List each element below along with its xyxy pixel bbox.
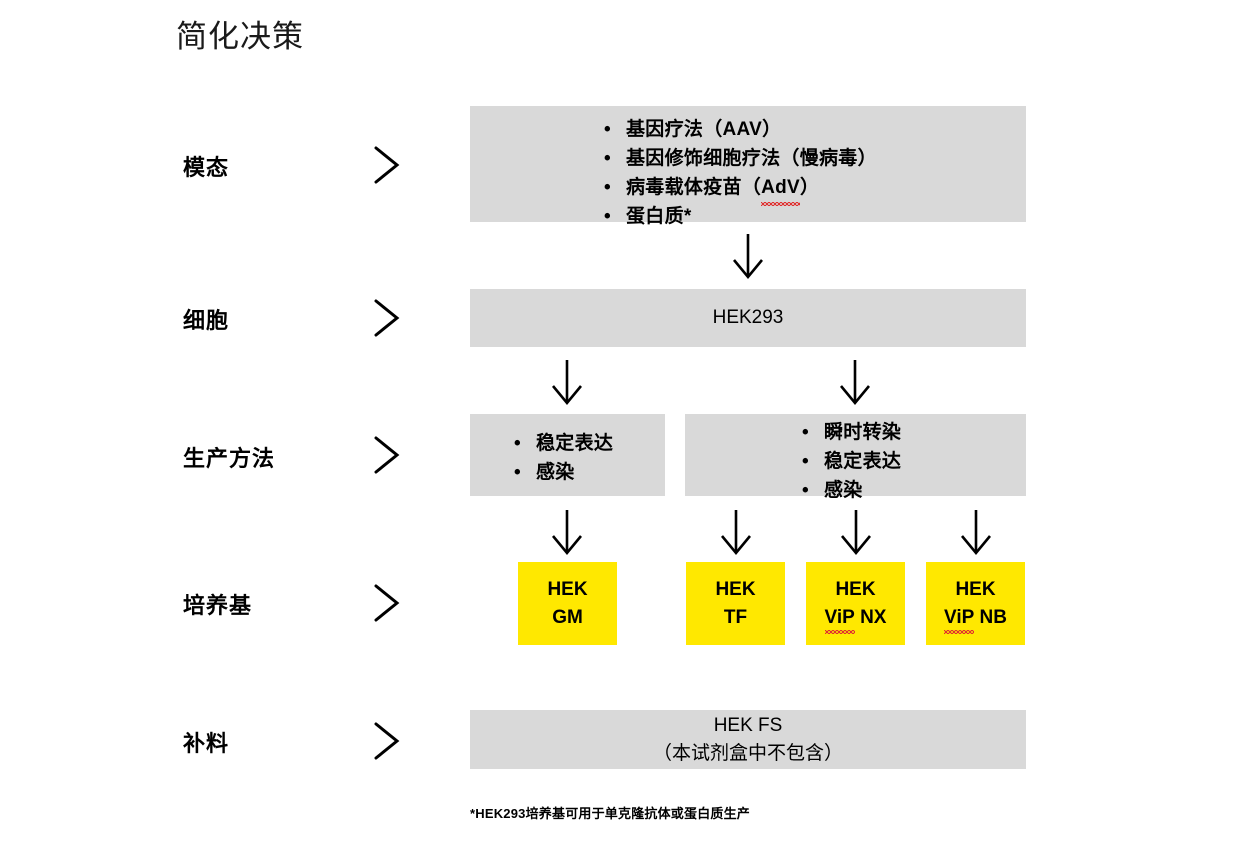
- chevron-right-icon: [370, 580, 404, 626]
- spellcheck-term-vip: ViP: [824, 604, 856, 634]
- spellcheck-term-vip: ViP: [943, 604, 975, 634]
- arrow-down-icon: [959, 508, 993, 556]
- spellcheck-term-adv: AdV: [761, 174, 800, 206]
- list-item: 感染: [510, 459, 613, 488]
- production-left-bullet-list: 稳定表达 感染: [510, 430, 613, 488]
- arrow-down-icon: [550, 508, 584, 556]
- cell-box: HEK293: [470, 289, 1026, 347]
- list-item: 蛋白质*: [600, 203, 877, 232]
- media-box-line1: HEK: [955, 578, 996, 600]
- list-item: 基因修饰细胞疗法（慢病毒）: [600, 145, 877, 174]
- cell-box-label: HEK293: [712, 307, 784, 329]
- media-box-line2: TF: [723, 606, 748, 628]
- production-right-bullet-list: 瞬时转染 稳定表达 感染: [798, 419, 901, 506]
- arrow-down-icon: [719, 508, 753, 556]
- page-title: 简化决策: [176, 19, 304, 54]
- feed-box-line2: （本试剂盒中不包含）: [652, 742, 843, 764]
- feed-box-line1: HEK FS: [713, 714, 783, 736]
- media-box-line1: HEK: [547, 578, 588, 600]
- arrow-down-icon: [838, 358, 872, 406]
- list-item: 基因疗法（AAV）: [600, 116, 877, 145]
- arrow-down-icon: [550, 358, 584, 406]
- media-box-line2: ViP NX: [824, 604, 886, 634]
- arrow-down-icon: [731, 232, 765, 280]
- list-item: 稳定表达: [798, 448, 901, 477]
- media-box-hek-vip-nb: HEK ViP NB: [926, 562, 1025, 645]
- chevron-right-icon: [370, 432, 404, 478]
- media-box-hek-tf: HEK TF: [686, 562, 785, 645]
- list-item: 稳定表达: [510, 430, 613, 459]
- chevron-right-icon: [370, 142, 404, 188]
- list-item: 瞬时转染: [798, 419, 901, 448]
- row-label-modality: 模态: [183, 155, 230, 180]
- row-label-feed: 补料: [183, 731, 230, 756]
- chevron-right-icon: [370, 295, 404, 341]
- media-box-line2: GM: [552, 606, 583, 628]
- list-item: 病毒载体疫苗（AdV）: [600, 174, 877, 206]
- footnote: *HEK293培养基可用于单克隆抗体或蛋白质生产: [470, 806, 750, 821]
- media-box-line1: HEK: [835, 578, 876, 600]
- list-item: 感染: [798, 477, 901, 506]
- row-label-cells: 细胞: [183, 308, 230, 333]
- row-label-media: 培养基: [183, 593, 253, 618]
- row-label-production-method: 生产方法: [183, 446, 276, 471]
- feed-box: HEK FS （本试剂盒中不包含）: [470, 710, 1026, 769]
- media-box-line1: HEK: [715, 578, 756, 600]
- modality-bullet-list: 基因疗法（AAV） 基因修饰细胞疗法（慢病毒） 病毒载体疫苗（AdV） 蛋白质*: [600, 116, 877, 232]
- media-box-hek-vip-nx: HEK ViP NX: [806, 562, 905, 645]
- arrow-down-icon: [839, 508, 873, 556]
- media-box-hek-gm: HEK GM: [518, 562, 617, 645]
- chevron-right-icon: [370, 718, 404, 764]
- media-box-line2: ViP NB: [943, 604, 1007, 634]
